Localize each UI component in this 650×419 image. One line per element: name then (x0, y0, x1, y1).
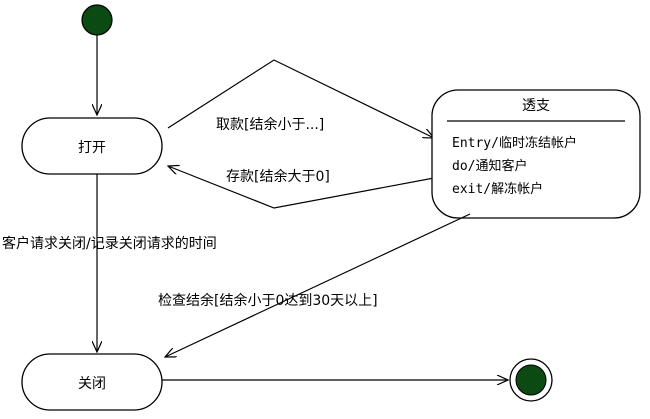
deposit-label: 存款[结余大于0] (226, 168, 330, 185)
check-balance-label: 检查结余[结余小于0达到30天以上] (158, 292, 378, 309)
overdrawn-entry-action: Entry/临时冻结帐户 (452, 135, 577, 151)
deposit-transition (168, 166, 435, 209)
final-state-inner-dot (515, 364, 547, 396)
state-open-label: 打开 (78, 139, 106, 156)
state-overdrawn[interactable] (431, 89, 641, 219)
overdrawn-do-action: do/通知客户 (452, 158, 527, 174)
check-balance-transition (165, 213, 471, 357)
withdraw-transition (167, 59, 434, 138)
state-open[interactable] (21, 117, 163, 175)
withdraw-label: 取款[结余小于...] (216, 116, 324, 133)
state-closed-label: 关闭 (78, 376, 106, 392)
close-request-label: 客户请求关闭/记录关闭请求的时间 (2, 235, 217, 252)
state-overdrawn-name: 透支 (522, 98, 550, 114)
initial-state (81, 4, 113, 36)
state-closed[interactable] (21, 353, 163, 411)
overdrawn-exit-action: exit/解冻帐户 (452, 181, 543, 197)
